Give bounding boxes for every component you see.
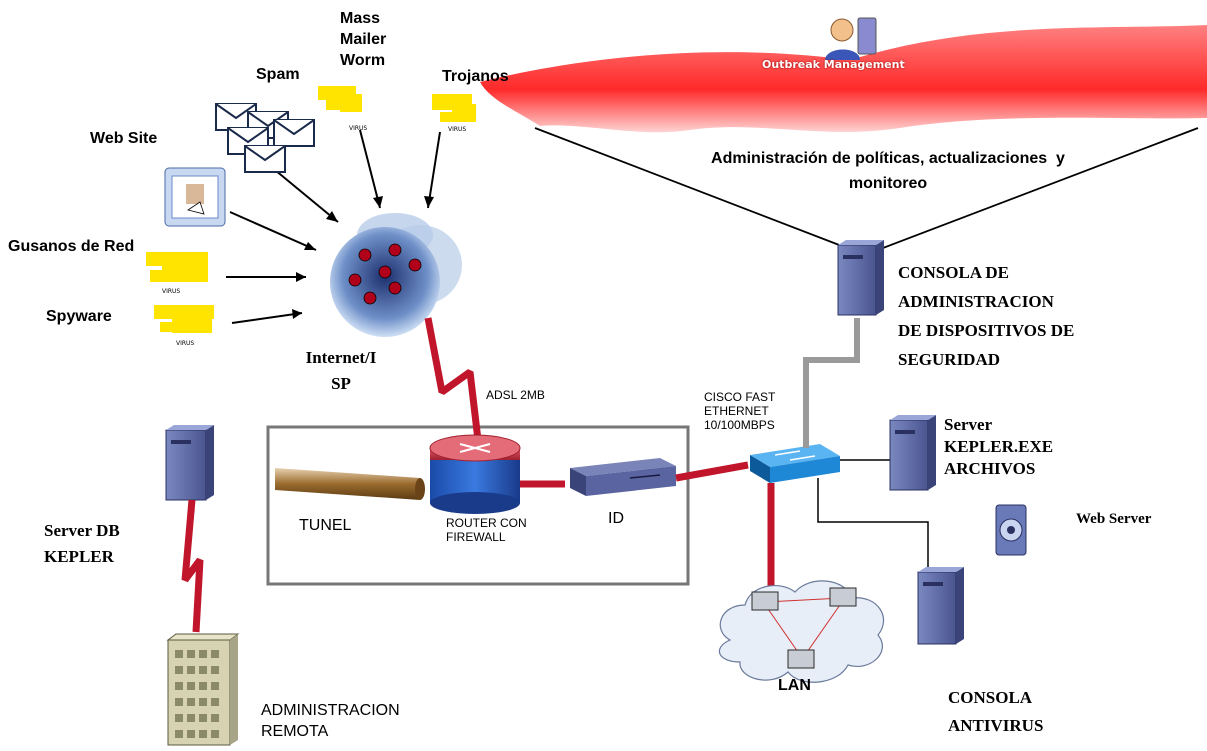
virus-caption: VIRUS	[448, 126, 467, 133]
server-kepler-label: Server KEPLER.EXE ARCHIVOS	[944, 415, 1054, 478]
spyware-label: Spyware	[46, 308, 112, 325]
cisco-label: CISCO FAST ETHERNET 10/100MBPS	[704, 390, 776, 432]
switch-icon	[750, 444, 840, 483]
virus-caption: VIRUS	[176, 340, 195, 347]
tunnel-icon	[275, 468, 425, 500]
website-label: Web Site	[90, 130, 158, 147]
virus-caption: VIRUS	[349, 125, 368, 132]
gusanos-label: Gusanos de Red	[8, 238, 135, 255]
virus-caption: VIRUS	[162, 288, 181, 295]
spam-label: Spam	[256, 66, 300, 83]
admin-remota-label: ADMINISTRACION REMOTA	[261, 702, 400, 740]
antivirus-server-icon	[917, 567, 964, 645]
adsl-label: ADSL 2MB	[486, 388, 545, 402]
outbreak-label: Outbreak Management	[762, 58, 905, 71]
id-label: ID	[608, 510, 624, 527]
virus-icon-trojanos	[432, 94, 476, 122]
cloud-line-right	[882, 127, 1199, 249]
id-switch-link	[675, 461, 749, 482]
building-icon	[166, 633, 240, 746]
admin-person-icon	[825, 17, 877, 60]
threat-arrows	[226, 129, 441, 324]
db-server-icon	[165, 425, 214, 501]
web-server-icon	[995, 504, 1027, 556]
db-remote-link	[181, 499, 204, 633]
web-server-label: Web Server	[1076, 511, 1152, 527]
internet-globe-icon	[330, 213, 462, 337]
internet-label: Internet/I SP	[305, 348, 377, 393]
cloud-line-left	[534, 127, 848, 249]
virus-icon-gusanos	[146, 252, 208, 282]
mass-mailer-label: Mass Mailer Worm	[340, 10, 387, 69]
lan-cloud-icon	[718, 580, 884, 683]
kepler-server-icon	[889, 415, 936, 491]
tunel-label: TUNEL	[299, 517, 352, 534]
virus-icon-spyware	[154, 305, 214, 333]
arrow-heads	[292, 196, 434, 319]
consola-admin-label: CONSOLA DE ADMINISTRACION DE DISPOSITIVO…	[898, 263, 1075, 369]
switch-console-link	[803, 318, 860, 448]
website-icon	[164, 167, 226, 227]
switch-antivirus-link	[817, 478, 929, 570]
router-label: ROUTER CON FIREWALL	[446, 516, 527, 544]
lan-pc-icons	[751, 587, 857, 669]
router-icon	[429, 434, 521, 514]
trojanos-label: Trojanos	[442, 68, 509, 85]
admin-text: Administración de políticas, actualizaci…	[711, 150, 1065, 192]
virus-icon-mass-mailer	[318, 86, 362, 112]
adsl-link	[424, 317, 482, 441]
lan-label: LAN	[778, 677, 811, 694]
spam-envelopes-icon	[215, 103, 315, 173]
consola-antivirus-label: CONSOLA ANTIVIRUS	[948, 688, 1044, 735]
console-server-icon	[837, 240, 884, 316]
id-device-icon	[570, 458, 676, 496]
server-db-label: Server DB KEPLER	[44, 521, 120, 566]
outbreak-cloud	[480, 25, 1207, 133]
